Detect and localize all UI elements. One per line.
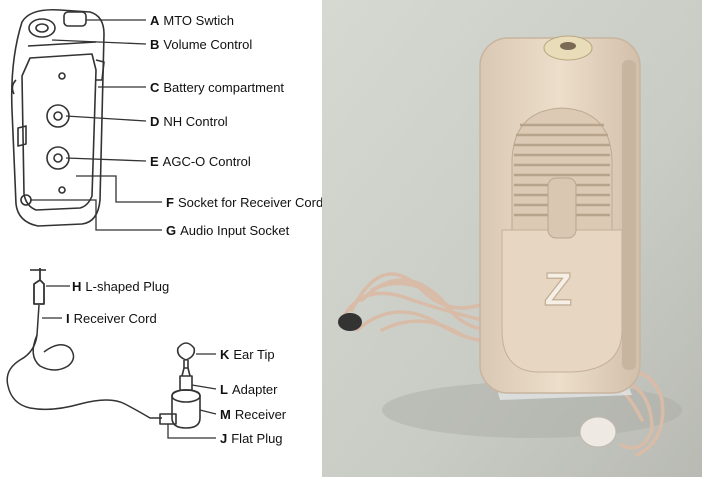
nh-control-drawing [46, 104, 70, 128]
callout-letter: E [150, 154, 159, 169]
callout-text: NH Control [163, 114, 228, 129]
receiver-cord-drawing [6, 304, 162, 419]
callout-letter: J [220, 431, 228, 446]
callout-text: Receiver [234, 407, 287, 422]
cord-plug-photo [338, 313, 362, 331]
callout-text: Socket for Receiver Cord [177, 195, 324, 210]
callout-text: Ear Tip [233, 347, 275, 362]
callout-letter: D [150, 114, 160, 129]
leader-line-j [167, 424, 216, 439]
callout-text: MTO Swtich [163, 13, 234, 28]
callout-letter: K [220, 347, 230, 362]
callout-letter: H [72, 279, 82, 294]
speaker-grille-photo [511, 107, 613, 236]
callout-text: Flat Plug [231, 431, 283, 446]
callout-letter: M [220, 407, 231, 422]
callout-text: AGC-O Control [162, 154, 251, 169]
callout-letter: G [166, 223, 177, 238]
flat-plug-drawing [159, 413, 177, 425]
agc-control-drawing [46, 146, 70, 170]
leader-line-l [191, 384, 217, 390]
device-body-outline [10, 8, 105, 227]
callout-text: Audio Input Socket [180, 223, 290, 238]
leader-line-m [199, 409, 217, 415]
receiver-photo [579, 416, 617, 448]
leader-line-b [51, 39, 147, 45]
callout-letter: I [66, 311, 70, 326]
belt-clip-photo [501, 229, 623, 373]
diagram-drawing [6, 8, 217, 439]
callout-letter: F [166, 195, 174, 210]
mto-switch-drawing [28, 18, 56, 38]
device-logo-photo: Z [544, 263, 572, 315]
callout-text: Volume Control [163, 37, 253, 52]
leader-line-f [76, 175, 162, 203]
leader-line-e [65, 157, 147, 162]
callout-letter: A [150, 13, 160, 28]
callout-letter: L [220, 382, 228, 397]
device-photo: Z [322, 0, 702, 477]
callout-text: Adapter [231, 382, 278, 397]
callout-letter: B [150, 37, 160, 52]
callout-letter: C [150, 80, 160, 95]
callout-text: Battery compartment [163, 80, 285, 95]
ear-tip-drawing [176, 342, 196, 361]
leader-line-d [65, 115, 147, 122]
l-shaped-plug-drawing [33, 268, 45, 305]
device-photo-drawing: Z [322, 0, 702, 477]
leader-line-g [30, 199, 162, 231]
callout-text: L-shaped Plug [85, 279, 170, 294]
adapter-drawing [179, 375, 193, 391]
device-side-panel [21, 53, 97, 211]
callout-text: Receiver Cord [73, 311, 157, 326]
